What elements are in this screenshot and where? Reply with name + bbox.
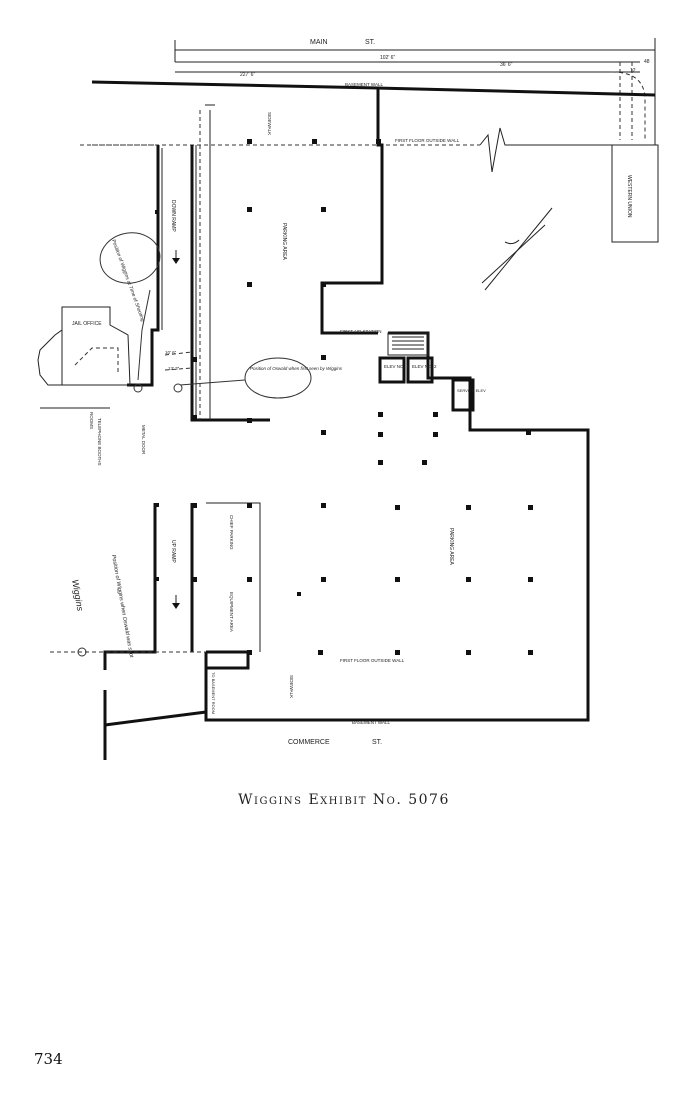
first-floor-wall-label-top: FIRST FLOOR OUTSIDE WALL xyxy=(395,138,460,143)
dimension-label: 10' 6" xyxy=(165,350,177,355)
metal-door-label: METAL DOOR xyxy=(141,425,146,455)
to-basement-label: TO BASEMENT ROOM xyxy=(211,672,216,714)
basement-wall-label-top: BASEMENT WALL xyxy=(345,82,384,87)
telephone-booths-label: TELEPHONE BOOTHS xyxy=(97,418,102,466)
parking-area-label-right: PARKING AREA xyxy=(448,528,454,566)
street-label-commerce-suffix: ST. xyxy=(372,739,382,746)
jail-office-label: JAIL OFFICE xyxy=(72,321,102,327)
page-number: 734 xyxy=(34,1050,63,1068)
dimension-label: 227' 6" xyxy=(240,72,255,78)
western-union-label: WESTERN UNION xyxy=(626,175,632,218)
ramp-up-label: UP RAMP xyxy=(170,540,176,563)
elevator-1-label: ELEV NO. 1 xyxy=(384,364,409,369)
street-label-main: MAIN xyxy=(310,39,328,46)
parking-area-label-upper: PARKING AREA xyxy=(281,223,287,261)
first-floor-wall-label-bottom: FIRST FLOOR OUTSIDE WALL xyxy=(340,658,405,663)
first-aid-label: FIRST AID STATION xyxy=(340,329,382,334)
dimension-label: 12 xyxy=(630,68,636,74)
dimension-label: 102' 6" xyxy=(380,55,395,61)
handwritten-signature: Wiggins xyxy=(70,579,85,613)
dimension-label: 36' 6" xyxy=(500,62,513,68)
handwritten-signature-note: Position of Wiggins when Oswald was shot xyxy=(110,554,134,658)
sidewalk-label-top: SIDEWALK xyxy=(267,112,272,135)
down-arrow-icon xyxy=(172,250,180,264)
dimension-label: 48 xyxy=(644,59,650,65)
street-label-commerce: COMMERCE xyxy=(288,739,330,746)
chief-parking-label: CHIEF PARKING xyxy=(229,515,234,550)
elevator-2-label: ELEV NO. 2 xyxy=(412,364,437,369)
structural-columns xyxy=(155,139,533,655)
rooms-label: ROOMS xyxy=(89,412,94,429)
down-arrow-icon xyxy=(172,595,180,609)
dimension-label: 13' 3" xyxy=(168,366,180,371)
floor-plan: MAIN ST. 102' 6" 36' 6" 227' 6" 12 48 WE… xyxy=(37,38,659,760)
equipment-area-label: EQUIPMENT AREA xyxy=(229,592,234,632)
exhibit-caption: Wiggins Exhibit No. 5076 xyxy=(238,792,450,808)
ramp-down-label: DOWN RAMP xyxy=(170,200,176,232)
sidewalk-label-bottom: SIDEWALK xyxy=(289,675,294,698)
basement-wall-label-bottom: BASEMENT WALL xyxy=(352,720,391,725)
handwritten-basement-note: Position of Oswald when first seen by Wi… xyxy=(250,366,343,371)
street-label-main-suffix: ST. xyxy=(365,39,375,46)
service-elevator-label: SERVICE ELEV xyxy=(457,388,486,393)
